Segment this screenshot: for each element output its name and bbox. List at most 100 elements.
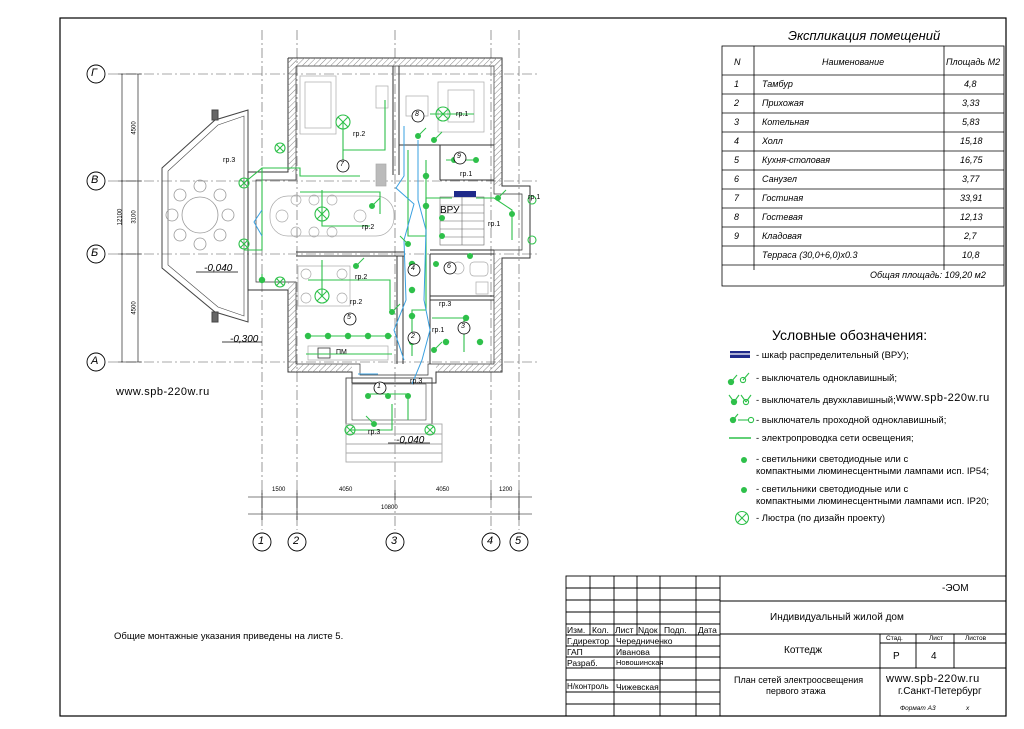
- group-label: гр.1: [432, 327, 445, 334]
- explication-total: Общая площадь: 109,20 м2: [870, 270, 986, 280]
- stamp-building: Коттедж: [784, 645, 823, 656]
- group-label: гр.3: [368, 429, 381, 436]
- explication-row-n: 1: [734, 79, 740, 89]
- stamp-name: Новошинская: [616, 658, 664, 667]
- explication-row-area: 3,33: [962, 98, 980, 108]
- explication-row-name: Санузел: [762, 174, 797, 184]
- legend-lamp-ip20-text: - светильники светодиодные или с: [756, 484, 909, 495]
- dim-bottom-3: 4050: [436, 487, 450, 493]
- dim-left-3: 4500: [131, 301, 138, 315]
- legend-watermark: www.spb-220w.ru: [896, 392, 990, 404]
- stamp-col-data: Дата: [698, 625, 717, 635]
- group-label: гр.3: [223, 157, 236, 164]
- explication-row-name: Прихожая: [762, 98, 804, 108]
- lighting-wires: [243, 100, 513, 431]
- room-number-4: 4: [411, 265, 415, 272]
- explication-row-area: 2,7: [964, 231, 977, 241]
- explication-row-n: 5: [734, 155, 740, 165]
- stamp-stage: Р: [893, 651, 900, 662]
- axis-grid: [108, 30, 540, 530]
- stamp-sheet-header: Лист: [929, 635, 944, 642]
- dimension-lines-bottom: [248, 490, 532, 520]
- legend-lamp-ip54-text: - светильники светодиодные или с: [756, 454, 909, 465]
- explication-row-name: Гостиная: [762, 193, 804, 203]
- stamp-city: г.Санкт-Петербург: [898, 686, 982, 697]
- stamp-col-izm: Изм.: [567, 625, 586, 635]
- stamp-name: Иванова: [616, 647, 650, 657]
- explication-row-area: 3,77: [962, 174, 980, 184]
- terrace-table: [165, 179, 235, 251]
- level-mark-porch: -0,040: [396, 435, 425, 446]
- axis-label-5: 5: [515, 535, 522, 547]
- group-label: гр.3: [410, 378, 423, 385]
- stamp-col-list: Лист: [615, 625, 634, 635]
- dim-left-total: 12100: [117, 208, 124, 226]
- axis-label-g: Г: [91, 67, 97, 79]
- chandeliers: [238, 106, 537, 436]
- explication-row-name: Котельная: [762, 117, 810, 127]
- group-label: гр.3: [439, 301, 452, 308]
- stamp-code: -ЭОМ: [942, 583, 969, 594]
- vru-panel: [454, 191, 476, 197]
- stamp-role: ГАП: [567, 647, 583, 657]
- vru-label: ВРУ: [440, 205, 460, 216]
- explication-header-n: N: [734, 57, 741, 67]
- axis-label-2: 2: [293, 535, 300, 547]
- room-number-5: 5: [347, 314, 351, 321]
- dim-bottom-total: 10800: [381, 505, 398, 511]
- room-number-8: 8: [415, 111, 419, 118]
- explication-header-name: Наименование: [822, 57, 885, 67]
- explication-row-n: 2: [734, 98, 740, 108]
- stamp-role: Разраб.: [567, 658, 598, 668]
- stamp-sheets-header: Листов: [965, 635, 987, 642]
- room-number-9: 9: [457, 153, 461, 160]
- stamp-object: Индивидуальный жилой дом: [770, 612, 904, 623]
- explication-row-area: 12,13: [960, 212, 983, 222]
- axis-label-a: А: [91, 355, 99, 367]
- terrace: [161, 109, 249, 323]
- explication-row-name: Кухня-столовая: [762, 155, 831, 165]
- stamp-name: Чередниченко: [616, 636, 673, 646]
- group-label: гр.2: [350, 299, 363, 306]
- cooker-mark: [317, 347, 331, 359]
- explication-row-n: 4: [734, 136, 740, 146]
- explication-row-n: 6: [734, 174, 740, 184]
- explication-title: Экспликация помещений: [788, 28, 941, 43]
- axis-label-4: 4: [487, 535, 494, 547]
- legend-panel-text: - шкаф распределительный (ВРУ);: [756, 350, 909, 361]
- legend-title: Условные обозначения:: [772, 327, 928, 343]
- explication-row-n: 8: [734, 212, 740, 222]
- explication-row-name: Кладовая: [762, 231, 802, 241]
- sheet-frame: [59, 17, 1007, 717]
- stamp-site: www.spb-220w.ru: [886, 673, 980, 685]
- level-marks: [196, 271, 430, 444]
- legend-icons: [727, 351, 755, 526]
- group-label: гр.1: [456, 111, 469, 118]
- general-note: Общие монтажные указания приведены на ли…: [114, 631, 344, 642]
- explication-row-name: Терраса (30,0+6,0)x0.3: [762, 250, 858, 260]
- legend-switch-single-text: - выключатель одноклавишный;: [756, 373, 898, 384]
- stamp-col-ndok: Nдок: [638, 625, 658, 635]
- legend-switch-pass-text: - выключатель проходной одноклавишный;: [756, 415, 947, 426]
- dimension-lines-left: [118, 73, 142, 363]
- room-number-3: 3: [461, 323, 465, 330]
- kitchen-mark: ПМ: [336, 349, 347, 356]
- group-label: гр.1: [528, 194, 541, 201]
- legend-lamp-ip54-text2: компактными люминесцентными лампами исп.…: [756, 466, 990, 477]
- lamps: [258, 157, 515, 399]
- stamp-col-kol: Кол.: [592, 625, 609, 635]
- stamp-stage-header: Стад.: [886, 635, 903, 642]
- switches: [353, 127, 507, 427]
- axis-letter-bubbles: [86, 64, 529, 552]
- furniture: [269, 75, 489, 361]
- explication-row-name: Холл: [762, 136, 783, 146]
- level-mark-ground: -0,300: [230, 334, 259, 345]
- wall-hatch: [288, 58, 502, 372]
- stamp-role: Г.директор: [567, 636, 610, 646]
- group-label: гр.1: [488, 221, 501, 228]
- group-label: гр.2: [353, 131, 366, 138]
- room-number-6: 6: [447, 263, 451, 270]
- explication-row-n: 7: [734, 193, 740, 203]
- title-block: [565, 575, 1007, 717]
